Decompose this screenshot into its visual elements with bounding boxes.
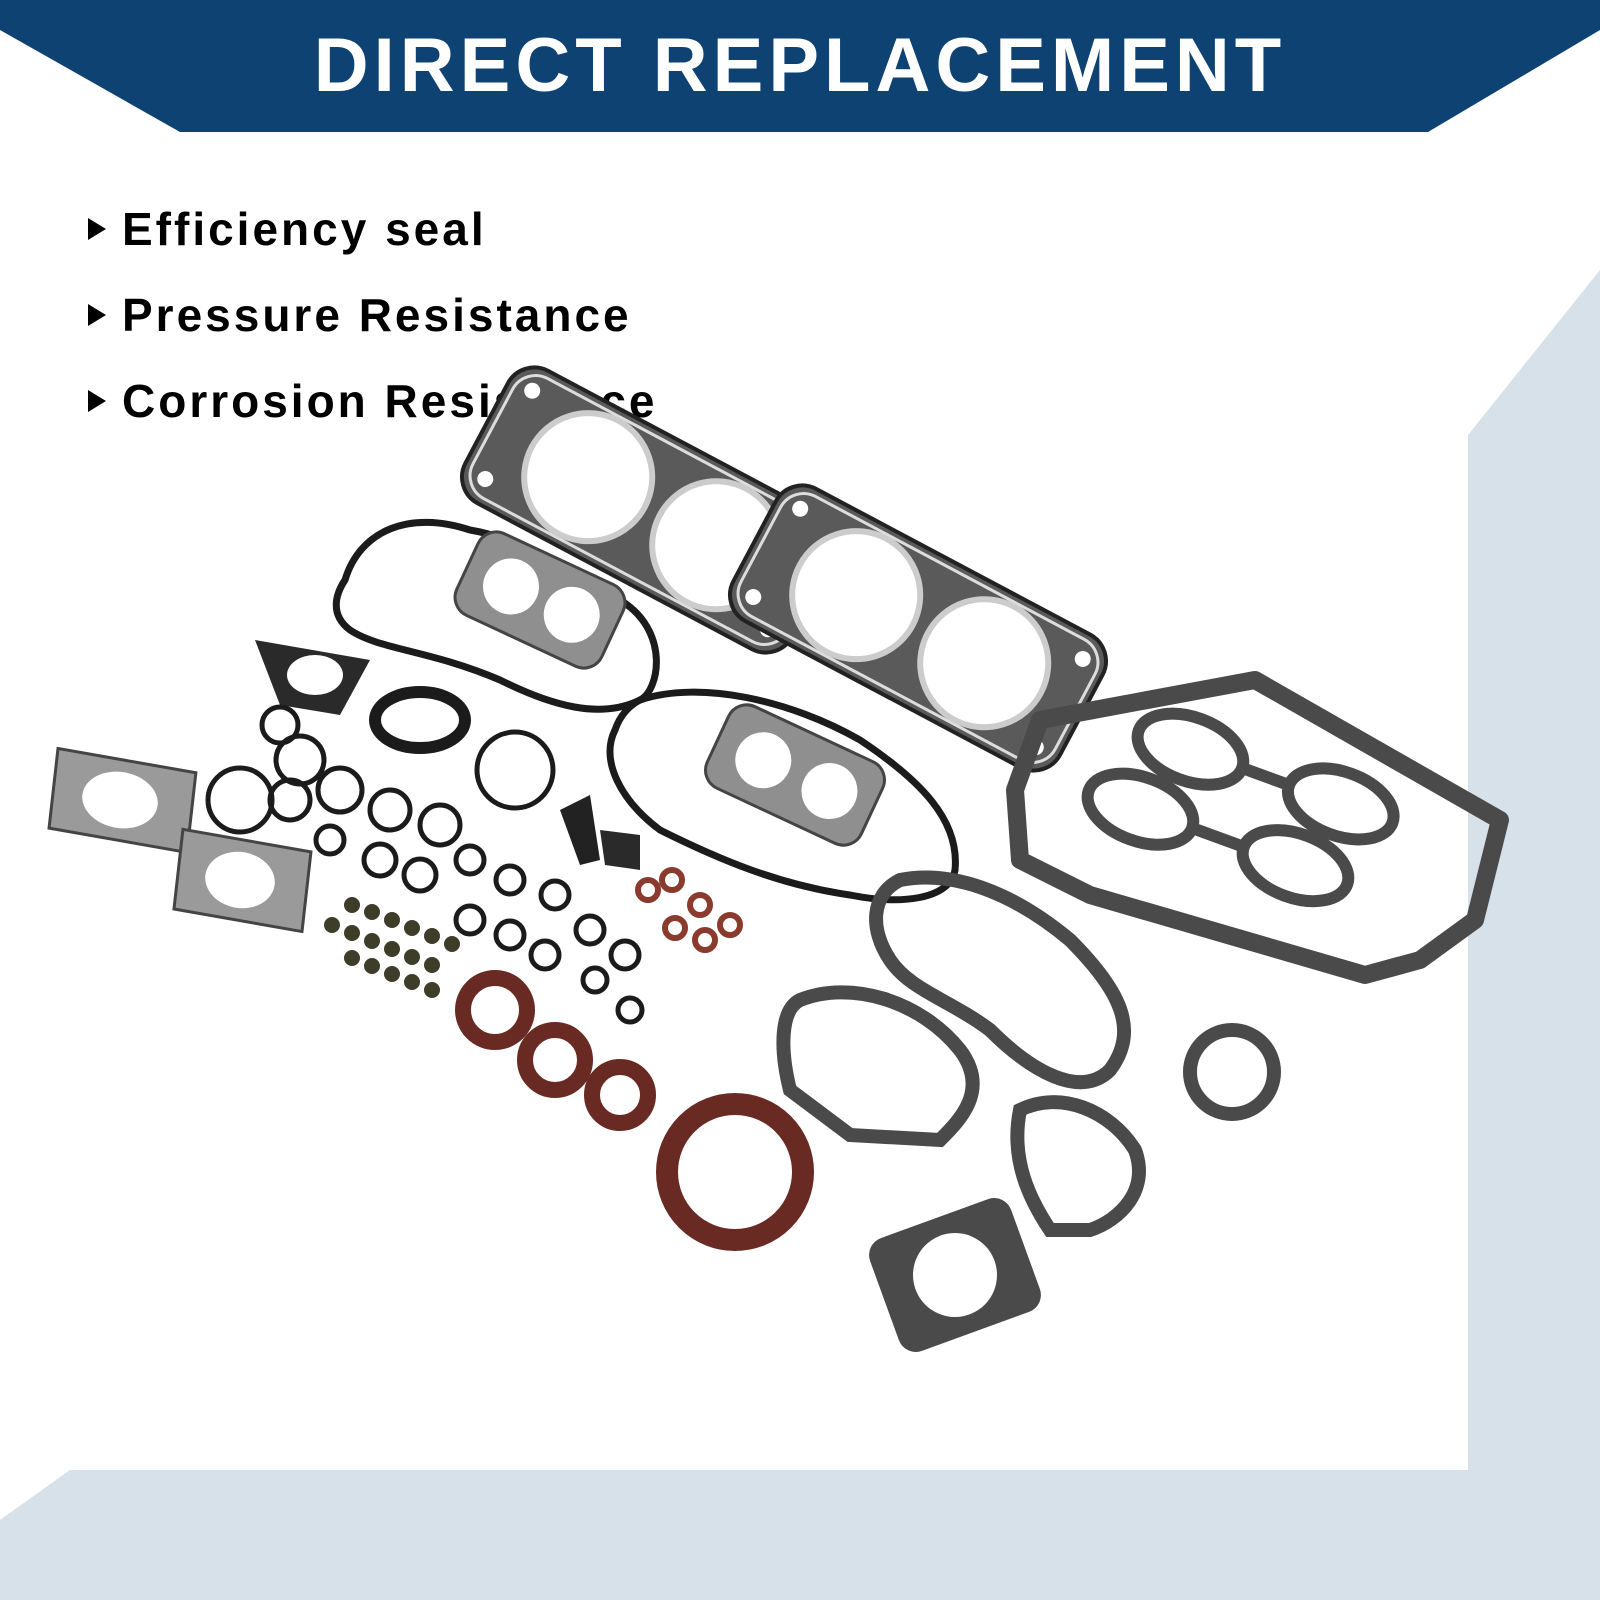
exhaust-flange-gasket-2 <box>172 827 313 934</box>
o-rings <box>205 704 645 1025</box>
intake-gasket-lower <box>1081 767 1355 908</box>
exhaust-gasket-upper <box>453 530 627 670</box>
feature-label: Pressure Resistance <box>122 289 632 341</box>
oil-pump-gasket <box>776 985 980 1148</box>
background-right-panel <box>1468 270 1600 1600</box>
round-gasket-right <box>1183 1023 1281 1121</box>
cam-seal-1 <box>455 970 535 1050</box>
small-tab-gasket <box>600 830 640 870</box>
intake-gasket-upper <box>1131 707 1400 846</box>
exhaust-flange-gasket-1 <box>47 746 198 855</box>
feature-item: Pressure Resistance <box>88 272 657 358</box>
cam-seal-2 <box>517 1022 593 1098</box>
valve-cover-gasket-left <box>332 518 660 713</box>
small-gasket-oval <box>369 686 471 754</box>
bracket-gasket <box>1010 1095 1146 1237</box>
rear-main-seal <box>656 1093 814 1251</box>
head-gasket-right <box>728 483 1108 773</box>
oil-pan-gasket <box>1006 671 1509 984</box>
feature-item: Efficiency seal <box>88 186 657 272</box>
feature-label: Efficiency seal <box>122 203 487 255</box>
triangle-bullet-icon <box>88 390 106 412</box>
cam-seal-3 <box>584 1059 656 1131</box>
triangle-bullet-icon <box>88 304 106 326</box>
exhaust-gasket-lower <box>704 703 886 847</box>
l-bracket-gasket <box>560 795 600 865</box>
triangle-bullet-icon <box>88 218 106 240</box>
injector-seals <box>635 867 743 953</box>
header-banner: DIRECT REPLACEMENT <box>0 0 1600 132</box>
background-bottom-panel <box>0 1470 1468 1600</box>
banner-shape <box>0 0 1600 132</box>
water-pump-gasket <box>869 870 1132 1090</box>
page-title: DIRECT REPLACEMENT <box>313 23 1287 108</box>
valve-stem-seals <box>324 897 460 998</box>
